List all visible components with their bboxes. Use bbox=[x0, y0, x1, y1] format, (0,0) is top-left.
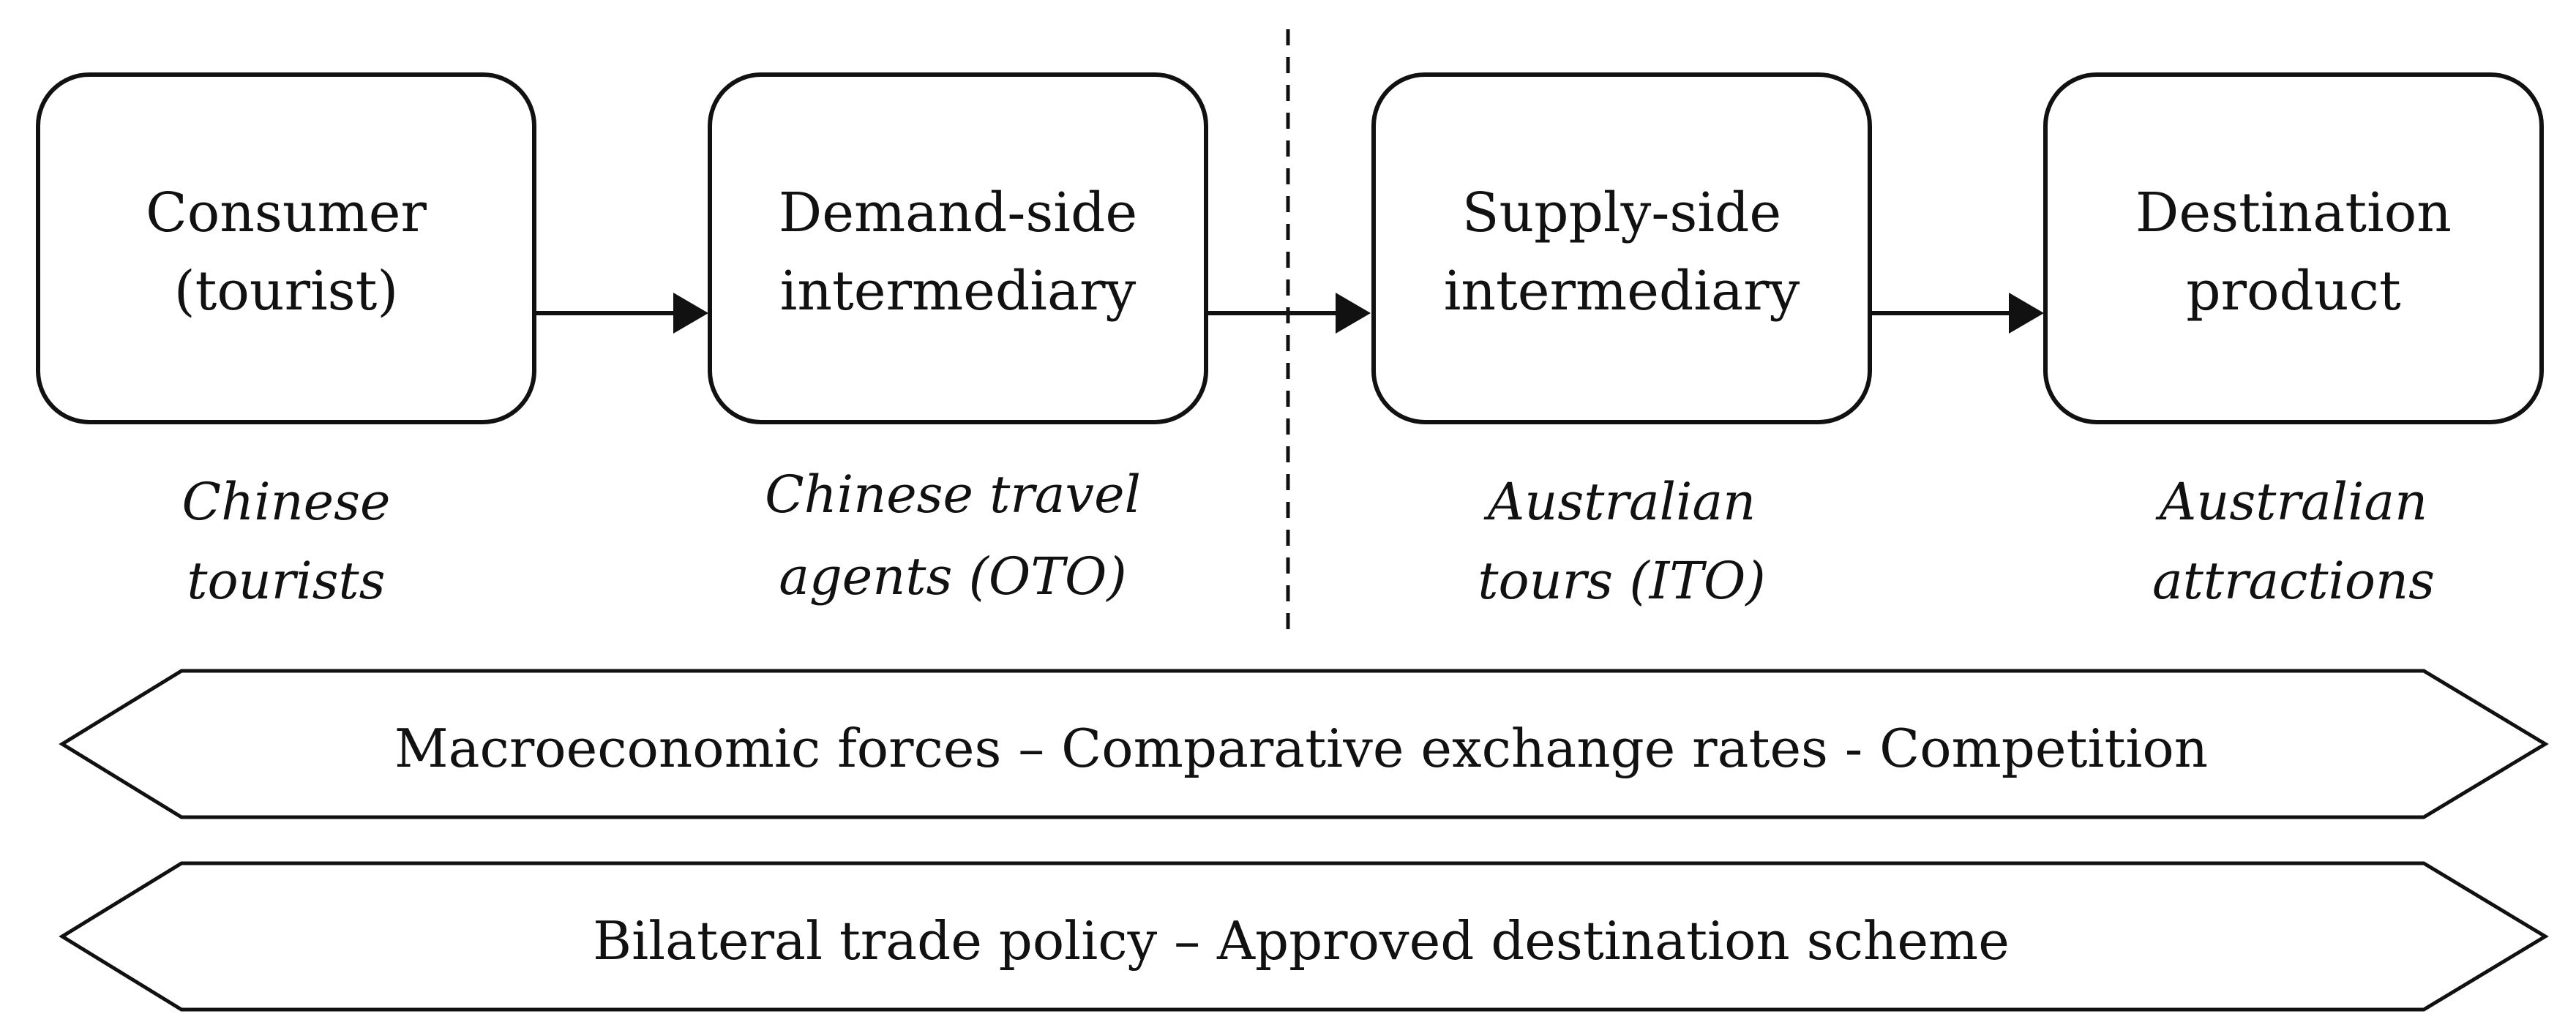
band-label: Macroeconomic forces – Comparative excha… bbox=[394, 718, 2208, 779]
flow-arrow-2 bbox=[1206, 293, 1371, 334]
caption-line2: tourists bbox=[187, 551, 385, 611]
flow-arrow-3 bbox=[1870, 293, 2044, 334]
caption-chinese-tourists: Chinese tourists bbox=[182, 472, 391, 611]
caption-line1: Chinese travel bbox=[765, 465, 1141, 525]
caption-australian-tours: Australian tours (ITO) bbox=[1478, 472, 1765, 611]
caption-line1: Australian bbox=[2155, 472, 2427, 532]
box-label-line1: Demand-side bbox=[779, 181, 1137, 244]
caption-australian-attractions: Australian attractions bbox=[2152, 472, 2435, 611]
caption-line1: Australian bbox=[1483, 472, 1756, 532]
box-label-line1: Consumer bbox=[146, 181, 427, 244]
caption-chinese-travel-agents: Chinese travel agents (OTO) bbox=[765, 465, 1141, 606]
box-label-line2: intermediary bbox=[780, 260, 1137, 323]
box-label-line1: Destination bbox=[2135, 181, 2452, 244]
macroeconomic-forces-band: Macroeconomic forces – Comparative excha… bbox=[59, 669, 2549, 819]
caption-line2: tours (ITO) bbox=[1478, 551, 1765, 611]
caption-line2: agents (OTO) bbox=[779, 546, 1126, 606]
band-label: Bilateral trade policy – Approved destin… bbox=[593, 910, 2010, 972]
demand-side-intermediary-box: Demand-side intermediary bbox=[708, 72, 1208, 424]
caption-line2: attractions bbox=[2152, 551, 2435, 611]
supply-side-intermediary-box: Supply-side intermediary bbox=[1371, 72, 1872, 424]
destination-product-box: Destination product bbox=[2043, 72, 2544, 424]
box-label-line2: intermediary bbox=[1444, 260, 1800, 323]
flow-arrow-1 bbox=[534, 293, 708, 334]
box-label-line2: (tourist) bbox=[174, 260, 398, 323]
box-label-line1: Supply-side bbox=[1462, 181, 1781, 244]
caption-line1: Chinese bbox=[182, 472, 391, 532]
consumer-box: Consumer (tourist) bbox=[36, 72, 536, 424]
box-label-line2: product bbox=[2186, 260, 2401, 323]
trade-policy-band: Bilateral trade policy – Approved destin… bbox=[59, 861, 2549, 1012]
